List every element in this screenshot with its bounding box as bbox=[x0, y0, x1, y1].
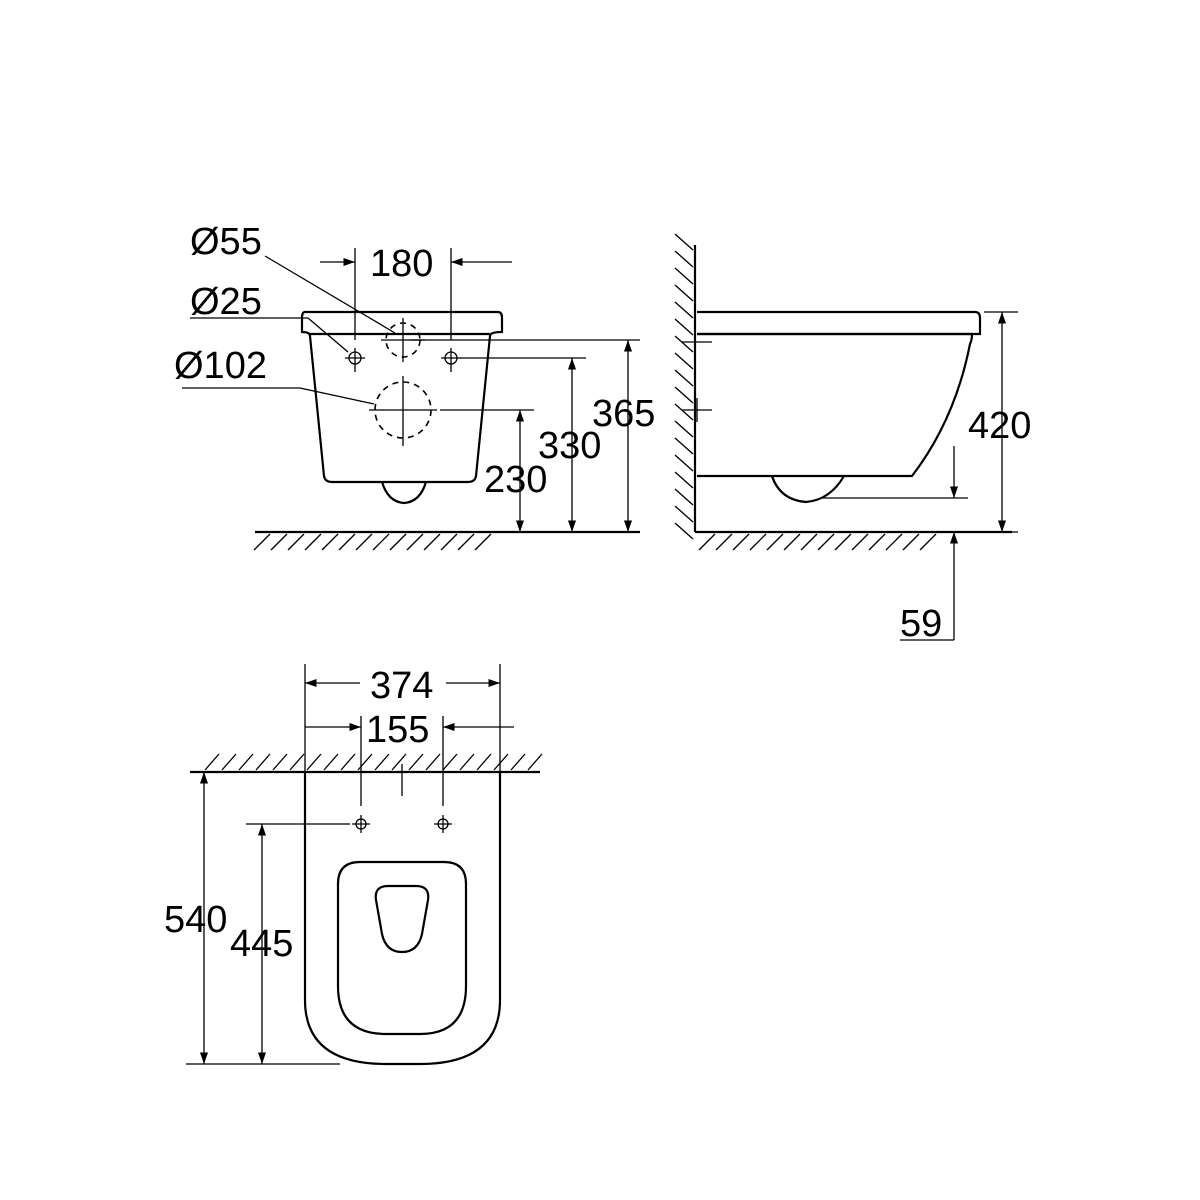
front-view: Ø55 Ø25 Ø102 180 365 330 230 bbox=[174, 221, 655, 551]
toilet-side-outline bbox=[697, 310, 982, 336]
label-width-180: 180 bbox=[370, 243, 433, 285]
toilet-top-outline bbox=[303, 772, 502, 1066]
outlet-front bbox=[380, 481, 428, 505]
label-height-230: 230 bbox=[484, 459, 547, 501]
fixing-hole-left-icon bbox=[345, 348, 365, 372]
label-length-445: 445 bbox=[230, 923, 293, 965]
outlet-side bbox=[770, 475, 845, 504]
seat-opening bbox=[336, 860, 468, 1036]
floor-hatch-front bbox=[253, 533, 492, 551]
fixing-hole-right-icon bbox=[441, 348, 461, 372]
side-view: 420 59 bbox=[674, 233, 1031, 645]
label-depth-59: 59 bbox=[900, 603, 942, 645]
fixing-hole-top-right-icon bbox=[434, 815, 452, 833]
label-diameter-102: Ø102 bbox=[174, 345, 267, 387]
water-area bbox=[374, 884, 430, 954]
label-diameter-25: Ø25 bbox=[190, 281, 262, 323]
label-width-374: 374 bbox=[370, 665, 433, 707]
toilet-front-outline bbox=[300, 310, 504, 484]
label-length-540: 540 bbox=[164, 899, 227, 941]
floor-hatch-side bbox=[698, 533, 937, 551]
label-height-420: 420 bbox=[968, 405, 1031, 447]
top-view: 374 155 540 445 bbox=[164, 664, 543, 1066]
wall-hatch-top bbox=[204, 753, 543, 771]
label-width-155: 155 bbox=[366, 709, 429, 751]
wall-hatch bbox=[674, 233, 694, 540]
label-height-365: 365 bbox=[592, 393, 655, 435]
label-diameter-55: Ø55 bbox=[190, 221, 262, 263]
label-height-330: 330 bbox=[538, 425, 601, 467]
fixing-hole-top-left-icon bbox=[352, 815, 370, 833]
